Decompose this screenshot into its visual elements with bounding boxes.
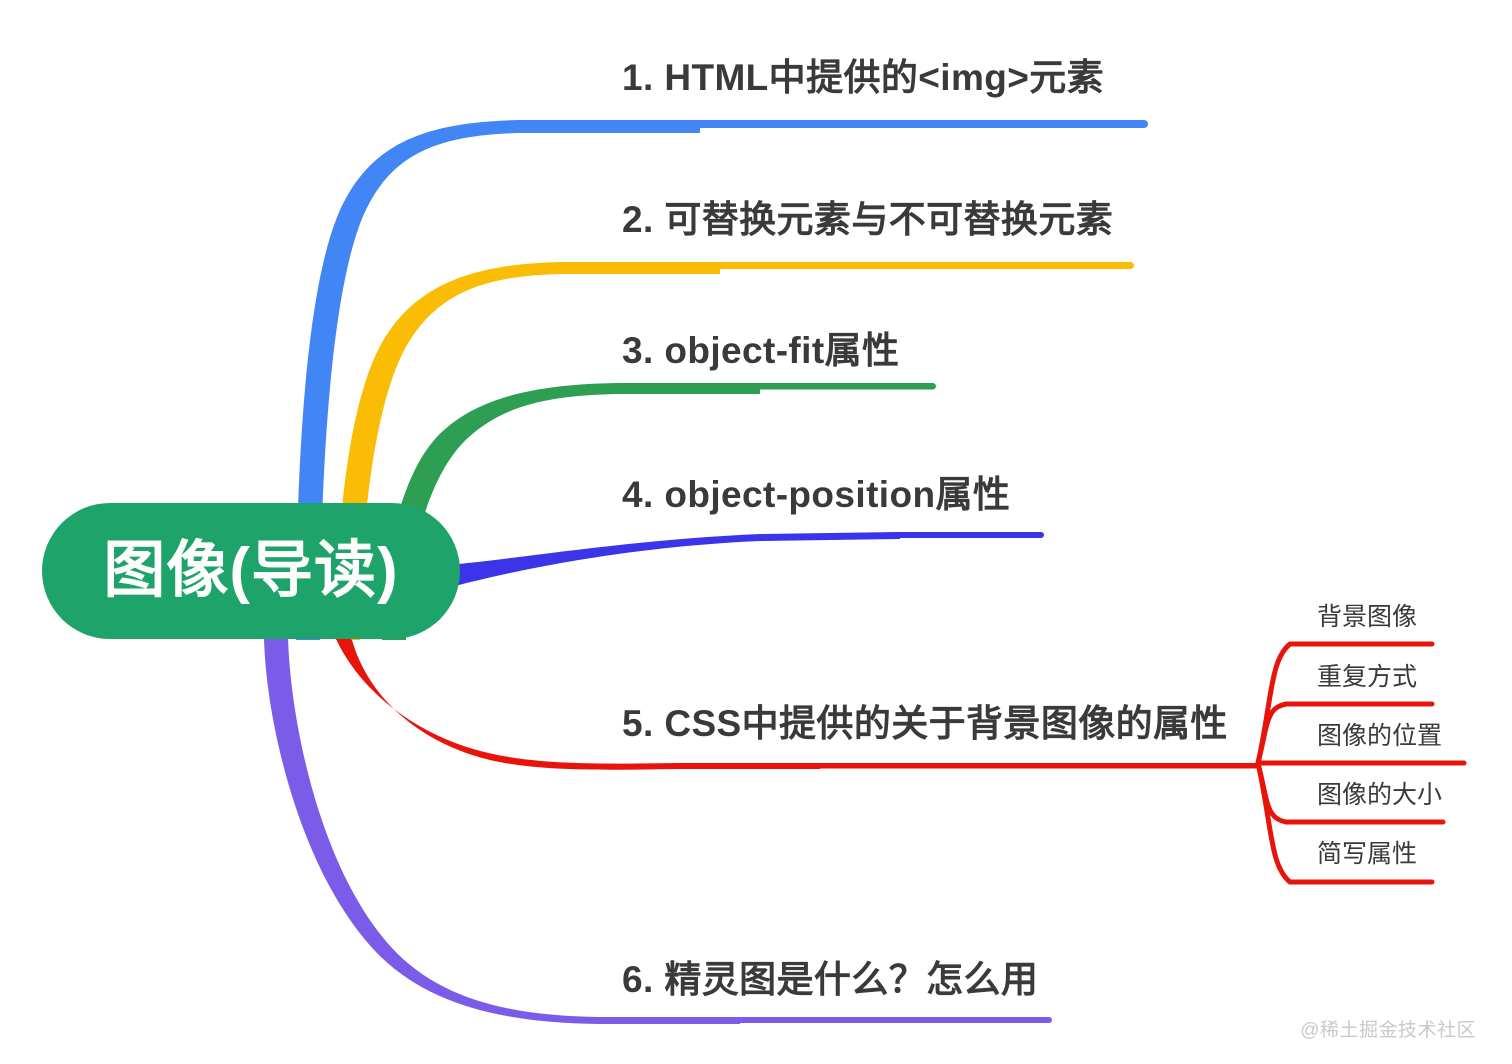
- branch-label-2[interactable]: 2. 可替换元素与不可替换元素: [622, 199, 1114, 240]
- sub-branch-label-repeat-mode[interactable]: 重复方式: [1317, 663, 1418, 691]
- branch-label-6[interactable]: 6. 精灵图是什么？怎么用: [622, 959, 1039, 1000]
- branch-label-3[interactable]: 3. object-fit属性: [622, 330, 900, 371]
- sub-branch-label-image-size[interactable]: 图像的大小: [1317, 781, 1443, 809]
- sub-branch-label-image-position[interactable]: 图像的位置: [1317, 722, 1443, 750]
- connector-branch-4: [434, 532, 1044, 590]
- sub-branch-label-shorthand-property[interactable]: 简写属性: [1317, 840, 1418, 868]
- branch-label-5[interactable]: 5. CSS中提供的关于背景图像的属性: [622, 703, 1228, 744]
- connector-branch-5: [330, 624, 1260, 770]
- watermark: @稀土掘金技术社区: [1300, 1020, 1476, 1041]
- branch-label-4[interactable]: 4. object-position属性: [622, 474, 1011, 515]
- root-node[interactable]: 图像(导读): [42, 503, 460, 639]
- sub-branch-label-background-image[interactable]: 背景图像: [1317, 603, 1418, 631]
- branch-label-1[interactable]: 1. HTML中提供的<img>元素: [622, 57, 1105, 98]
- root-node-label: 图像(导读): [103, 536, 399, 605]
